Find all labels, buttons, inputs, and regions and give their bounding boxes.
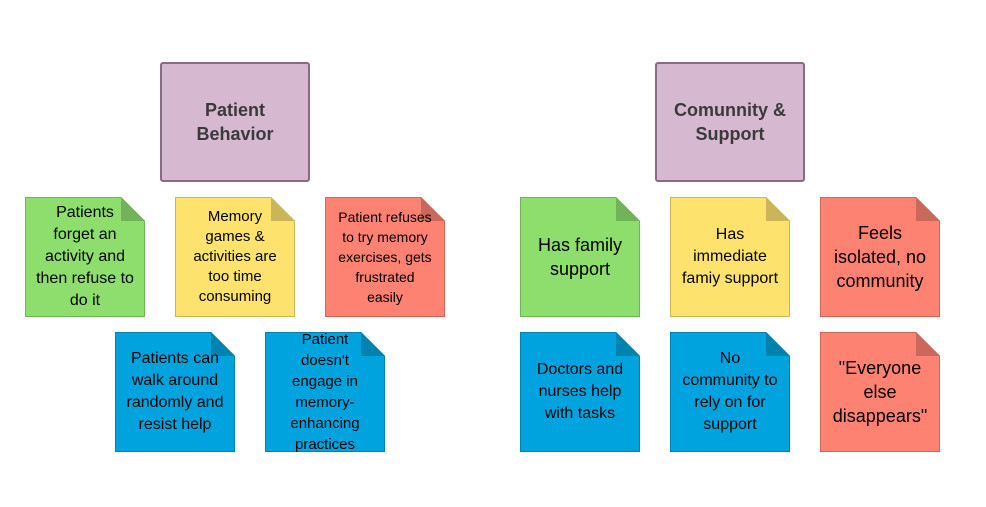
note-forget-activity: Patients forget an activity and then ref… (25, 197, 145, 317)
note-everyone-disappears: "Everyone else disappears" (820, 332, 940, 452)
note-text: Memory games & activities are too time c… (193, 208, 277, 305)
note-fold (616, 332, 640, 356)
sticky-note-shape (670, 197, 790, 317)
note-body (265, 332, 385, 452)
sticky-note-shape (820, 332, 940, 452)
note-doesnt-engage: Patient doesn't engage in memory-enhanci… (265, 331, 385, 453)
note-body (115, 332, 235, 452)
note-refuses-exercises: Patient refuses to try memory exercises,… (325, 197, 445, 317)
note-text: "Everyone else disappears" (832, 358, 928, 426)
note-text: No community to rely on for support (682, 350, 778, 433)
note-body (25, 197, 145, 317)
note-body (820, 197, 940, 317)
note-fold (916, 197, 940, 221)
sticky-note-shape (670, 332, 790, 452)
note-body (670, 197, 790, 317)
note-fold (361, 332, 385, 356)
sticky-note-shape (115, 332, 235, 452)
note-text: Patient refuses to try memory exercises,… (338, 209, 432, 305)
note-text: Patients forget an activity and then ref… (36, 204, 134, 309)
note-text: Patients can walk around randomly and re… (126, 350, 224, 433)
note-walk-around: Patients can walk around randomly and re… (115, 332, 235, 452)
sticky-note-shape (520, 332, 640, 452)
header-patient-behavior: Patient Behavior (160, 62, 310, 182)
sticky-note-shape (820, 197, 940, 317)
note-fold (121, 197, 145, 221)
header-community-support: Comunnity & Support (655, 62, 805, 182)
note-fold (766, 332, 790, 356)
note-fold (211, 332, 235, 356)
note-body (175, 197, 295, 317)
sticky-note-shape (520, 197, 640, 317)
note-family-support: Has family support (520, 197, 640, 317)
note-no-community: No community to rely on for support (670, 332, 790, 452)
note-body (520, 197, 640, 317)
header-label: Comunnity & Support (674, 100, 786, 144)
note-body (670, 332, 790, 452)
note-fold (916, 332, 940, 356)
sticky-note-shape (175, 197, 295, 317)
note-text: Has immediate famiy support (681, 226, 779, 287)
sticky-note-shape (265, 332, 385, 452)
note-body (820, 332, 940, 452)
note-fold (271, 197, 295, 221)
note-doctors-nurses: Doctors and nurses help with tasks (520, 332, 640, 452)
note-text: Has family support (537, 235, 622, 279)
note-fold (766, 197, 790, 221)
note-immediate-family: Has immediate famiy support (670, 197, 790, 317)
note-feels-isolated: Feels isolated, no community (820, 197, 940, 317)
note-text: Patient doesn't engage in memory-enhanci… (290, 331, 360, 453)
note-text: Doctors and nurses help with tasks (536, 361, 624, 422)
note-text: Feels isolated, no community (833, 223, 927, 291)
note-body (325, 197, 445, 317)
note-body (520, 332, 640, 452)
sticky-note-shape (325, 197, 445, 317)
note-memory-games: Memory games & activities are too time c… (175, 197, 295, 317)
sticky-note-shape (25, 197, 145, 317)
header-label: Patient Behavior (196, 100, 274, 144)
note-fold (616, 197, 640, 221)
note-fold (421, 197, 445, 221)
